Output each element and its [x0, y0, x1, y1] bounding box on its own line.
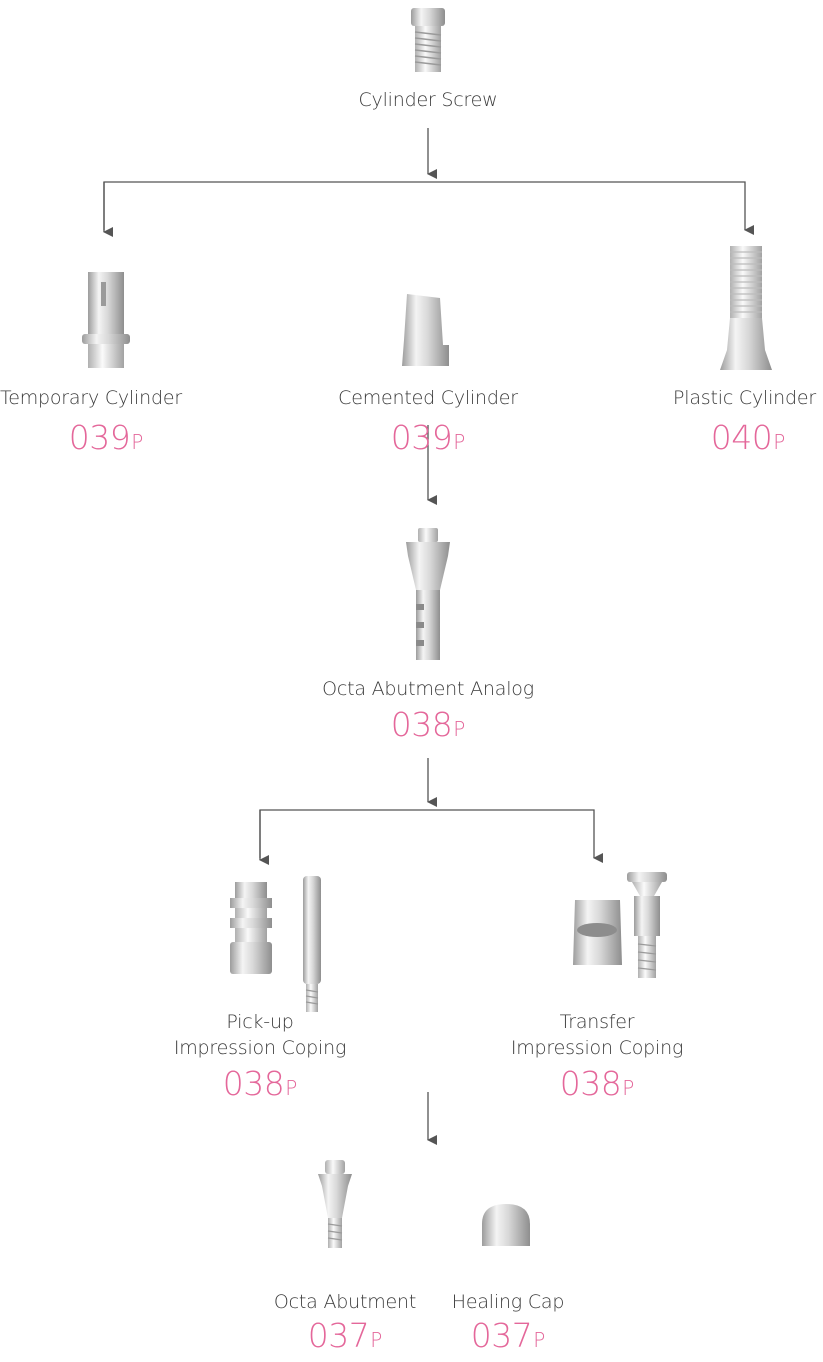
cemented-cylinder-image: [402, 294, 449, 366]
page-number: 037: [307, 1316, 370, 1355]
octa-abutment-label: Octa Abutment: [273, 1291, 417, 1313]
arrow-analog-to-copings: [259, 758, 603, 865]
page-number: 037: [470, 1316, 533, 1355]
cemented-cylinder-page[interactable]: 039P: [328, 418, 528, 464]
octa-abutment-page[interactable]: 037P: [260, 1316, 430, 1362]
page-number: 038: [222, 1064, 285, 1103]
octa-abutment-analog-label: Octa Abutment Analog: [322, 678, 534, 700]
page-number: 038: [390, 705, 453, 744]
page-number: 040: [710, 418, 773, 457]
plastic-cylinder-label: Plastic Cylinder: [673, 387, 816, 409]
page-suffix: P: [453, 430, 466, 454]
page-suffix: P: [773, 430, 786, 454]
transfer-coping-page[interactable]: 038P: [497, 1064, 697, 1110]
page-suffix: P: [131, 430, 144, 454]
page-number: 039: [68, 418, 131, 457]
transfer-coping-label-line2: Impression Coping: [510, 1037, 684, 1059]
transfer-coping-image: [573, 872, 667, 978]
page-number: 039: [390, 418, 453, 457]
page-suffix: P: [285, 1076, 298, 1100]
pickup-coping-label-line2: Impression Coping: [173, 1037, 347, 1059]
temporary-cylinder-label: Temporary Cylinder: [0, 387, 182, 409]
healing-cap-page[interactable]: 037P: [436, 1316, 580, 1362]
temporary-cylinder-page[interactable]: 039P: [0, 418, 212, 464]
plastic-cylinder-page[interactable]: 040P: [648, 418, 823, 464]
pickup-coping-page[interactable]: 038P: [160, 1064, 360, 1110]
octa-abutment-image: [318, 1160, 352, 1248]
pickup-coping-label-line1: Pick-up: [226, 1011, 294, 1033]
pickup-coping-image: [230, 876, 321, 1012]
octa-abutment-analog-page[interactable]: 038P: [328, 705, 528, 751]
plastic-cylinder-image: [720, 246, 772, 370]
page-suffix: P: [533, 1328, 546, 1352]
page-suffix: P: [370, 1328, 383, 1352]
transfer-coping-label-line1: Transfer: [559, 1011, 635, 1033]
octa-abutment-analog-image: [406, 528, 450, 660]
cylinder-screw-label: Cylinder Screw: [358, 89, 498, 111]
healing-cap-label: Healing Cap: [451, 1291, 565, 1313]
cemented-cylinder-label: Cemented Cylinder: [338, 387, 518, 409]
page-number: 038: [559, 1064, 622, 1103]
healing-cap-image: [482, 1204, 530, 1246]
page-suffix: P: [622, 1076, 635, 1100]
arrow-screw-to-cylinders: [103, 128, 754, 237]
page-suffix: P: [453, 717, 466, 741]
temporary-cylinder-image: [82, 272, 130, 368]
cylinder-screw-image: [411, 8, 445, 72]
